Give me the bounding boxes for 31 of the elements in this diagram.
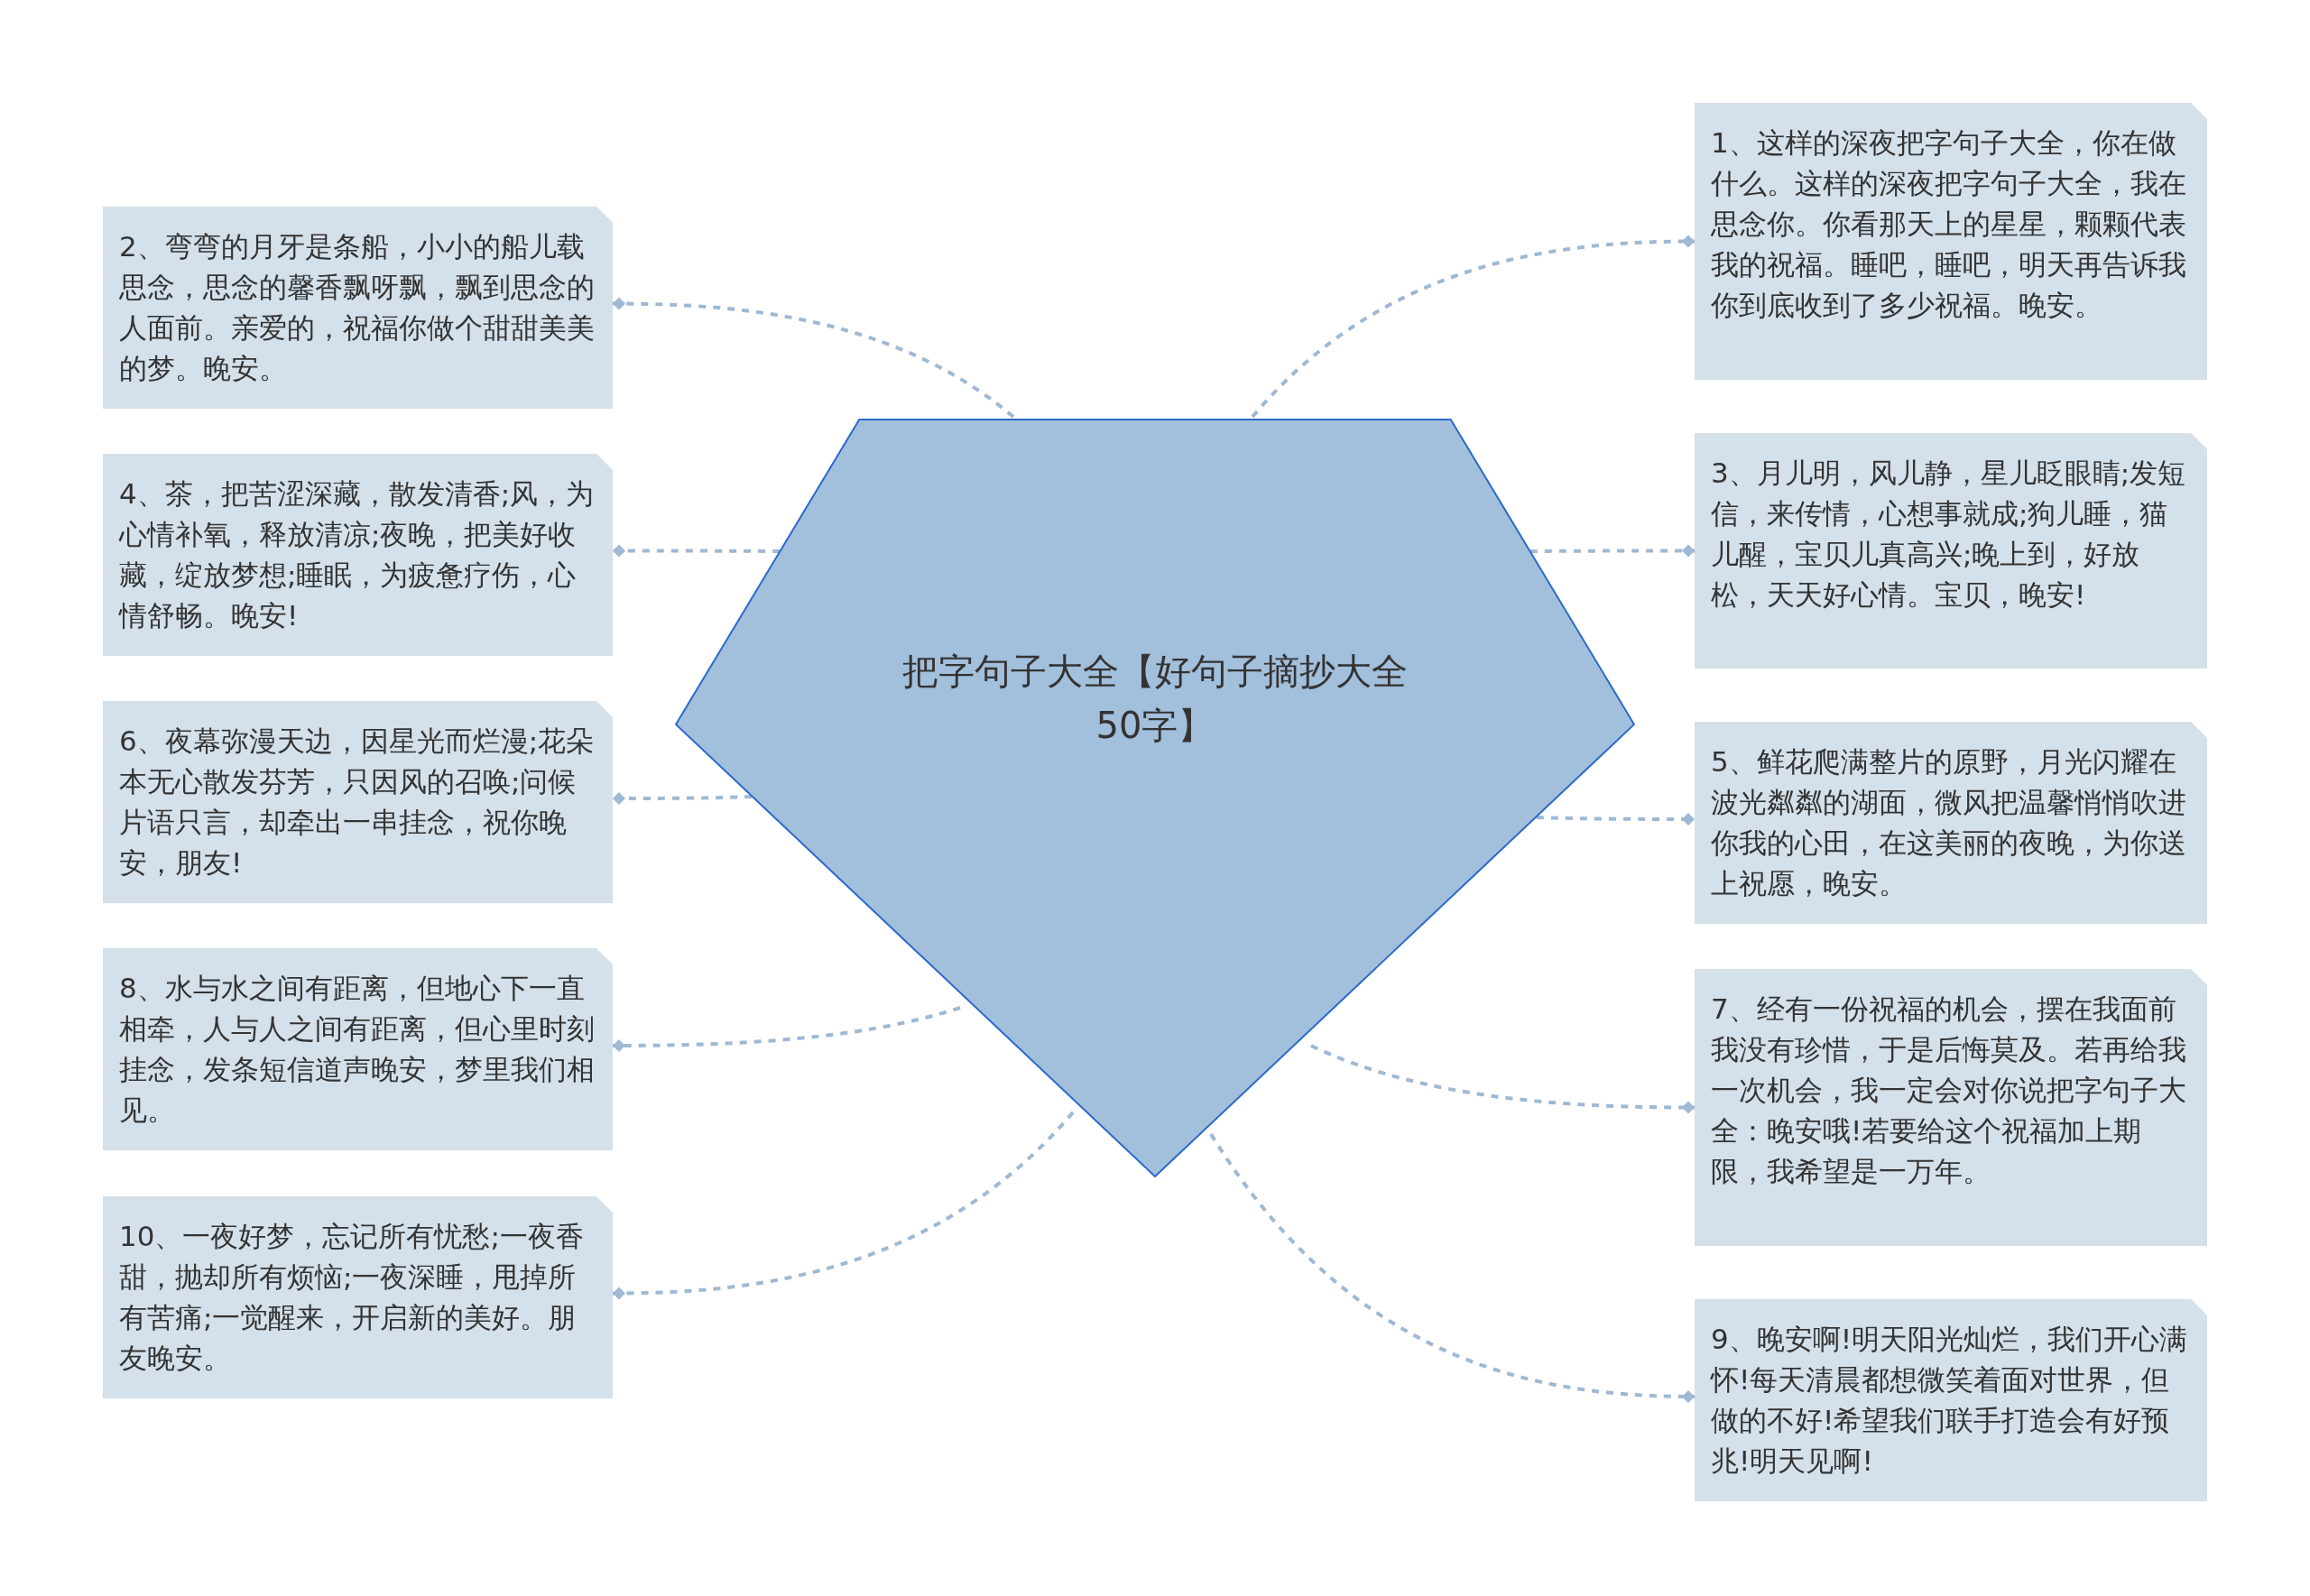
text-card [1695, 433, 2207, 669]
card-text: 4、茶，把苦涩深藏，散发清香;风，为心情补氧，释放清凉;夜晚，把美好收藏，绽放梦想;睡眠，为疲惫疗伤，心情舒畅。晚安! [119, 476, 596, 633]
card-text: 3、月儿明，风儿静，星儿眨眼睛;发短信，来传情，心想事就成;狗儿睡，猫儿醒，宝贝儿真高兴;晚上到，好放松，天天好心情。宝贝，晚安! [1711, 456, 2187, 613]
text-card [103, 948, 613, 1150]
text-card [1695, 722, 2207, 924]
card-text: 1、这样的深夜把字句子大全，你在做什么。这样的深夜把字句子大全，我在思念你。你看那天上的星星，颗颗代表我的祝福。睡吧，睡吧，明天再告诉我你到底收到了多少祝福。晚安。 [1711, 125, 2187, 323]
card-text: 9、晚安啊!明天阳光灿烂，我们开心满怀!每天清晨都想微笑着面对世界，但做的不好!希望我们联手打造会有好预兆!明天见啊! [1711, 1322, 2189, 1479]
card-text: 5、鲜花爬满整片的原野，月光闪耀在波光粼粼的湖面，微风把温馨悄悄吹进你我的心田，在这美丽的夜晚，为你送上祝愿，晚安。 [1711, 744, 2187, 901]
dashed-connector [612, 297, 1015, 419]
dashed-connector [1530, 544, 1695, 558]
dashed-connector [1536, 813, 1695, 826]
central-title: 把字句子大全【好句子摘抄大全50字】 [901, 650, 1409, 748]
dashed-connector [613, 1006, 961, 1052]
card-text: 7、经有一份祝福的机会，摆在我面前我没有珍惜，于是后悔莫及。若再给我一次机会，我一定会对你说把字句子大全：晚安哦!若要给这个祝福加上期限，我希望是一万年。 [1711, 992, 2187, 1189]
dashed-connector [1251, 235, 1696, 419]
card-text: 8、水与水之间有距离，但地心下一直相牵，人与人之间有距离，但心里时刻挂念，发条短信道声晚安，梦里我们相见。 [119, 971, 596, 1128]
dashed-connector [1209, 1132, 1696, 1403]
text-card [1695, 1299, 2207, 1501]
card-text: 10、一夜好梦，忘记所有忧愁;一夜香甜，抛却所有烦恼;一夜深睡，甩掉所有苦痛;一觉醒来，开启新的美好。朋友晚安。 [119, 1219, 585, 1376]
dashed-connector [612, 1111, 1075, 1300]
card-text: 6、夜幕弥漫天边，因星光而烂漫;花朵本无心散发芬芳，只因风的召唤;问候片语只言，却牵出一串挂念，祝你晚安，朋友! [119, 724, 596, 881]
text-card [103, 454, 613, 656]
text-card [103, 1196, 613, 1398]
dashed-connector [613, 792, 753, 805]
text-card [1695, 103, 2207, 380]
dashed-connector [1310, 1044, 1695, 1114]
dashed-connector [613, 544, 780, 558]
text-card [1695, 969, 2207, 1246]
text-card [103, 701, 613, 903]
text-card [103, 207, 613, 409]
card-text: 2、弯弯的月牙是条船，小小的船儿载思念，思念的馨香飘呀飘，飘到思念的人面前。亲爱的，祝福你做个甜甜美美的梦。晚安。 [119, 229, 596, 386]
